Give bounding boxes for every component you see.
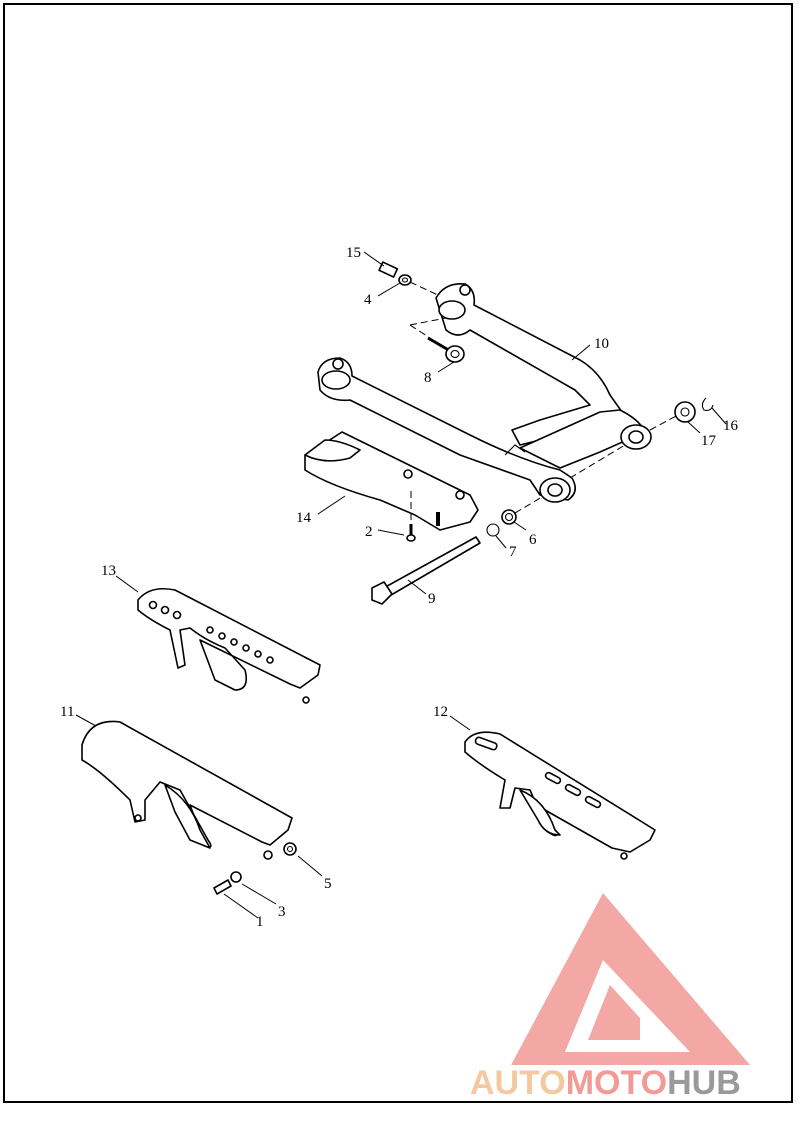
spacer-part-17 xyxy=(674,401,696,423)
callout-15: 15 xyxy=(346,245,361,261)
callout-3: 3 xyxy=(278,904,286,920)
watermark-auto: AUTO xyxy=(470,1064,566,1102)
belt-guard-part-11 xyxy=(81,720,293,860)
screw-part-1 xyxy=(213,879,232,895)
watermark-moto: MOTO xyxy=(566,1064,667,1102)
swingarm-bracket xyxy=(504,444,526,456)
cover-slot xyxy=(436,512,440,526)
callout-8: 8 xyxy=(424,370,432,386)
callout-16: 16 xyxy=(723,418,739,434)
callout-9: 9 xyxy=(428,591,436,607)
cover-part-14 xyxy=(304,431,479,531)
assembly-lines xyxy=(409,281,679,520)
cover-hole-2 xyxy=(455,490,465,500)
swingarm-right-arm xyxy=(435,282,628,456)
screw-part-2 xyxy=(406,524,416,542)
callout-14: 14 xyxy=(296,510,312,526)
callout-7: 7 xyxy=(509,544,517,560)
callout-labels: 15 4 10 8 16 17 14 2 6 7 9 13 11 12 5 3 … xyxy=(60,245,739,930)
callout-11: 11 xyxy=(60,704,74,720)
swingarm-part-10 xyxy=(317,282,652,503)
callout-4: 4 xyxy=(364,292,372,308)
swingarm-left-arm xyxy=(317,357,576,501)
bearing-part-6 xyxy=(501,509,517,525)
belt-guard-part-13 xyxy=(137,587,321,704)
cover-lip xyxy=(304,439,361,462)
swingarm-left-boss xyxy=(332,358,344,370)
pivot-shaft-part-9 xyxy=(371,536,481,605)
washer-part-3 xyxy=(230,871,242,883)
callout-12: 12 xyxy=(433,704,448,720)
clip-part-7 xyxy=(486,523,500,537)
callout-10: 10 xyxy=(594,336,609,352)
swingarm-right-pivot-hole xyxy=(438,300,466,320)
belt-guard-part-12 xyxy=(464,731,656,860)
nut-part-5 xyxy=(283,842,297,856)
bolt-part-8 xyxy=(427,336,465,363)
callout-1: 1 xyxy=(256,914,264,930)
swingarm-left-axle-bore xyxy=(547,483,563,497)
cover-hole xyxy=(403,469,413,479)
swingarm-right-boss xyxy=(459,284,471,296)
page-frame xyxy=(3,3,793,1103)
callout-17: 17 xyxy=(701,433,717,449)
callout-6: 6 xyxy=(529,532,537,548)
leader-lines xyxy=(75,251,727,919)
logo-outer-triangle xyxy=(511,893,750,1065)
watermark-hub: HUB xyxy=(667,1064,741,1102)
nut-part-4 xyxy=(398,274,412,286)
callout-2: 2 xyxy=(365,524,373,540)
watermark-text: AUTOMOTOHUB xyxy=(470,1064,741,1102)
watermark-logo xyxy=(511,893,750,1065)
logo-notch xyxy=(640,1000,665,1040)
callout-13: 13 xyxy=(101,563,116,579)
clip-part-16 xyxy=(701,397,714,411)
callout-5: 5 xyxy=(324,876,332,892)
swingarm-right-axle-bore xyxy=(628,430,644,444)
swingarm-left-pivot-hole xyxy=(321,370,351,390)
